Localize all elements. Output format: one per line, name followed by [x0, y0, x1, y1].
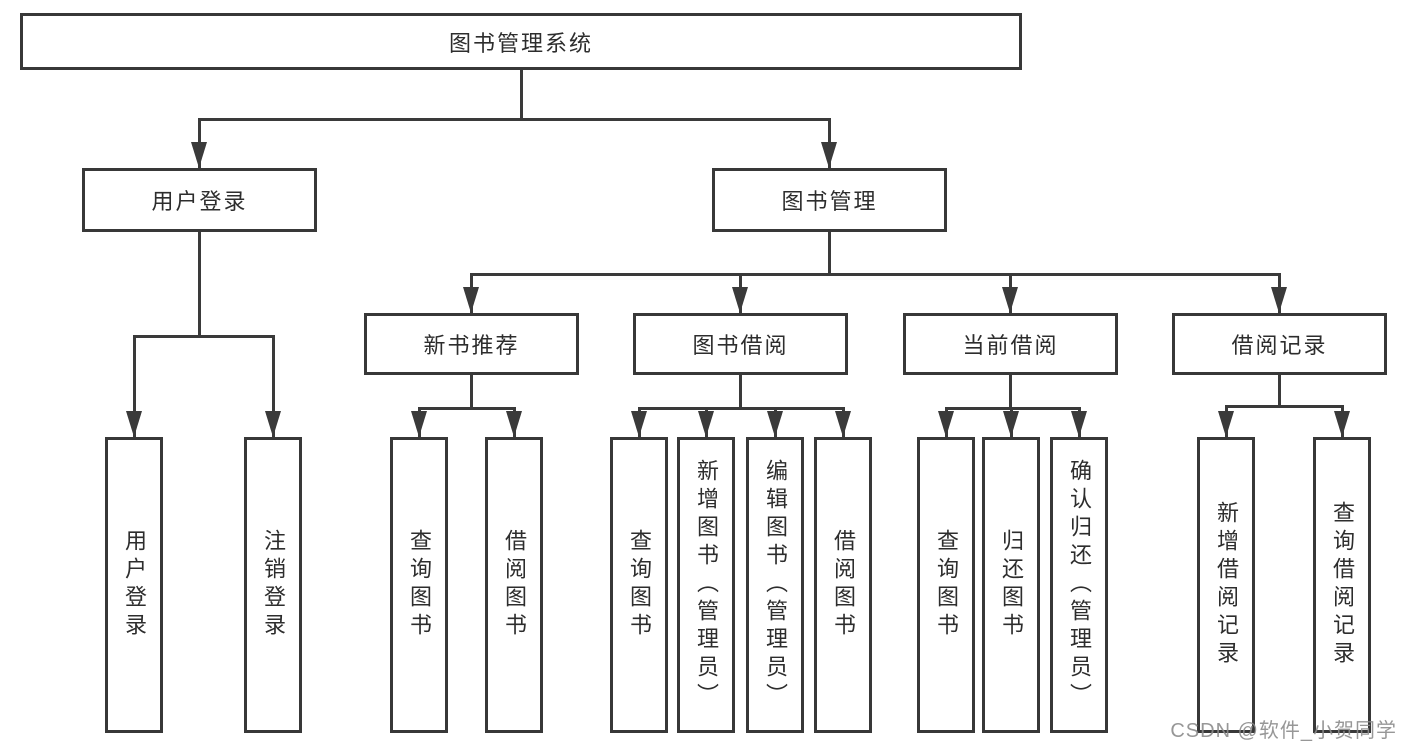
node-book-borrowing: 图书借阅: [633, 313, 848, 375]
arrow-down-icon: [411, 411, 427, 437]
connector-hline: [132, 335, 275, 338]
leaf-confirm-return-admin: 确认归还（管理员）: [1050, 437, 1108, 733]
connector-hline: [944, 407, 1081, 410]
arrow-down-icon: [1334, 411, 1350, 437]
connector-stem: [132, 335, 136, 437]
leaf-add-borrow-record: 新增借阅记录: [1197, 437, 1255, 733]
connector-vline: [1008, 375, 1012, 410]
leaf-add-books-admin: 新增图书（管理员）: [677, 437, 735, 733]
connector-hline: [637, 407, 845, 410]
connector-hline: [469, 273, 1281, 276]
leaf-query-books-current: 查询图书: [917, 437, 975, 733]
node-new-book-recommendation: 新书推荐: [364, 313, 579, 375]
connector-hline: [1224, 405, 1344, 408]
node-library-management-system: 图书管理系统: [20, 13, 1022, 70]
leaf-user-login: 用户登录: [105, 437, 163, 733]
node-current-borrowing: 当前借阅: [903, 313, 1118, 375]
connector-vline: [197, 232, 201, 338]
connector-stem: [271, 335, 275, 437]
leaf-query-books-borrowing: 查询图书: [610, 437, 668, 733]
leaf-return-books: 归还图书: [982, 437, 1040, 733]
leaf-borrow-books-recommend: 借阅图书: [485, 437, 543, 733]
arrow-down-icon: [767, 411, 783, 437]
node-user-login-branch: 用户登录: [82, 168, 317, 232]
arrow-down-icon: [938, 411, 954, 437]
node-book-management-branch: 图书管理: [712, 168, 947, 232]
arrow-down-icon: [191, 142, 207, 168]
csdn-watermark: CSDN @软件_小贺同学: [1170, 720, 1397, 742]
arrow-down-icon: [463, 287, 479, 313]
arrow-down-icon: [835, 411, 851, 437]
arrow-down-icon: [1003, 411, 1019, 437]
leaf-query-books-recommend: 查询图书: [390, 437, 448, 733]
arrow-down-icon: [126, 411, 142, 437]
connector-hline: [417, 407, 516, 410]
connector-vline: [738, 375, 742, 410]
arrow-down-icon: [1218, 411, 1234, 437]
leaf-query-borrow-record: 查询借阅记录: [1313, 437, 1371, 733]
arrow-down-icon: [265, 411, 281, 437]
arrow-down-icon: [821, 142, 837, 168]
arrow-down-icon: [1002, 287, 1018, 313]
connector-vline: [827, 232, 831, 276]
arrow-down-icon: [631, 411, 647, 437]
connector-hline: [197, 118, 831, 121]
leaf-borrow-books-borrowing: 借阅图书: [814, 437, 872, 733]
arrow-down-icon: [698, 411, 714, 437]
connector-vline: [469, 375, 473, 410]
connector-vline: [1277, 375, 1281, 408]
arrow-down-icon: [732, 287, 748, 313]
leaf-logout: 注销登录: [244, 437, 302, 733]
arrow-down-icon: [506, 411, 522, 437]
arrow-down-icon: [1271, 287, 1287, 313]
connector-vline: [519, 70, 523, 121]
leaf-edit-books-admin: 编辑图书（管理员）: [746, 437, 804, 733]
arrow-down-icon: [1071, 411, 1087, 437]
node-borrowing-records: 借阅记录: [1172, 313, 1387, 375]
